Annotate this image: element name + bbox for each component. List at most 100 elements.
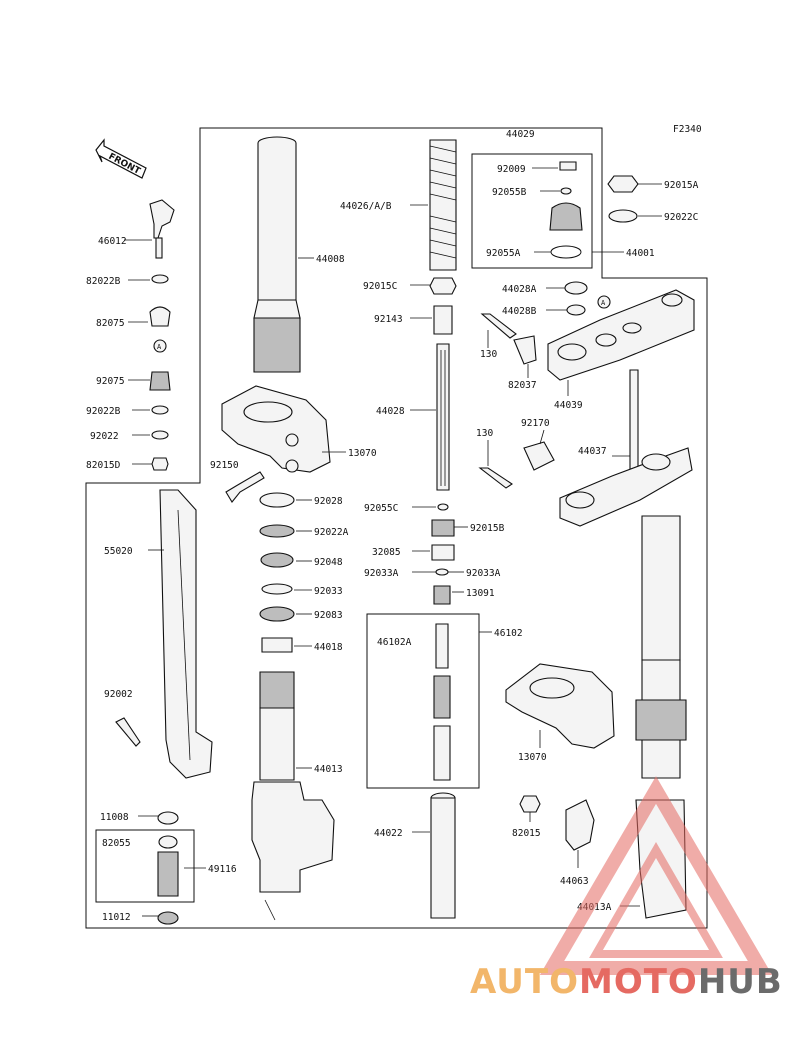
label-11008: 11008 (100, 812, 129, 823)
label-46102A: 46102A (377, 637, 412, 648)
label-55020: 55020 (104, 546, 133, 557)
part-32085 (431, 544, 455, 561)
label-13070-upper: 13070 (348, 448, 377, 459)
subassembly-frame-46102 (366, 613, 480, 789)
part-92170-cable-guide (523, 441, 555, 471)
label-44028: 44028 (376, 406, 405, 417)
watermark-part-hub: HUB (697, 962, 783, 1002)
part-92150-bolt (225, 471, 265, 503)
ref-marker-a-text: A (157, 343, 162, 351)
part-44063 (565, 799, 595, 851)
part-46012 (149, 199, 175, 259)
label-44028B: 44028B (502, 306, 537, 317)
label-92143: 92143 (374, 314, 403, 325)
label-82022B: 82022B (86, 276, 121, 287)
part-130-bolt-upper (480, 313, 517, 339)
part-92022C-washer (608, 209, 638, 223)
label-130-lower: 130 (476, 428, 493, 439)
label-92055B: 92055B (492, 187, 527, 198)
label-46012: 46012 (98, 236, 127, 247)
ref-marker-a-left (153, 339, 167, 353)
part-92022B-washer (151, 405, 169, 415)
part-44028B (566, 304, 586, 316)
part-92033A (435, 568, 449, 576)
subassembly-frame-49116 (95, 829, 195, 903)
label-92033A-left: 92033A (364, 568, 399, 579)
part-11008-oring (157, 811, 179, 825)
part-92055B (560, 187, 572, 195)
part-55020-fork-guard (159, 489, 213, 779)
label-44013: 44013 (314, 764, 343, 775)
label-82015D: 82015D (86, 460, 121, 471)
part-92143 (433, 305, 453, 335)
label-92028: 92028 (314, 496, 343, 507)
label-92022C: 92022C (664, 212, 698, 223)
part-92022-washer (151, 430, 169, 440)
part-44018 (261, 637, 293, 653)
label-92022B: 92022B (86, 406, 121, 417)
label-92033A-right: 92033A (466, 568, 501, 579)
label-92055A: 92055A (486, 248, 521, 259)
label-92075: 92075 (96, 376, 125, 387)
part-44008-inner-tube (253, 136, 301, 373)
ref-marker-a-right-text: A (601, 299, 606, 307)
label-32085: 32085 (372, 547, 401, 558)
watermark-triangle-logo (539, 776, 773, 975)
label-82015: 82015 (512, 828, 541, 839)
part-92009-screw (559, 161, 577, 171)
label-82037: 82037 (508, 380, 537, 391)
part-92055C (437, 503, 449, 511)
watermark-part-moto: MOTO (578, 962, 698, 1002)
label-92048: 92048 (314, 557, 343, 568)
label-44022: 44022 (374, 828, 403, 839)
label-92009: 92009 (497, 164, 526, 175)
label-92015A: 92015A (664, 180, 699, 191)
part-49116-valve (157, 851, 179, 897)
part-44022-bottom-tube (430, 792, 456, 919)
part-11012 (157, 911, 179, 925)
label-92033: 92033 (314, 586, 343, 597)
part-13091 (433, 585, 451, 605)
part-82015-nut (519, 795, 541, 813)
label-92002: 92002 (104, 689, 133, 700)
label-44063: 44063 (560, 876, 589, 887)
part-82037-clip (513, 335, 537, 365)
front-arrow-icon: FRONT (95, 138, 147, 179)
label-92015C: 92015C (363, 281, 397, 292)
label-92015B: 92015B (470, 523, 505, 534)
label-49116: 49116 (208, 864, 237, 875)
part-44013-outer-tube (251, 671, 335, 921)
part-92015C-nut (429, 277, 457, 295)
label-92150: 92150 (210, 460, 239, 471)
part-44039-upper-triple-clamp (547, 289, 695, 381)
label-46102: 46102 (494, 628, 523, 639)
label-92055C: 92055C (364, 503, 398, 514)
label-82055: 82055 (102, 838, 131, 849)
label-92083: 92083 (314, 610, 343, 621)
part-92015B (431, 519, 455, 537)
label-92022A: 92022A (314, 527, 349, 538)
part-92028 (259, 492, 295, 508)
label-44008: 44008 (316, 254, 345, 265)
part-92033 (261, 583, 293, 595)
ref-marker-a-right (597, 295, 611, 309)
part-13070-lower-clamp (505, 663, 615, 749)
label-44029: 44029 (506, 129, 535, 140)
part-46102-cartridge (433, 623, 451, 781)
label-44037: 44037 (578, 446, 607, 457)
part-92075 (149, 371, 171, 391)
part-44037-steering-stem (559, 369, 693, 527)
label-44039: 44039 (554, 400, 583, 411)
label-92022: 92022 (90, 431, 119, 442)
diagram-frame (85, 127, 708, 929)
watermark-text: AUTOMOTOHUB (470, 962, 800, 1006)
part-44001-cap (549, 202, 583, 231)
part-82022B-washer (151, 274, 169, 284)
label-11012: 11012 (102, 912, 131, 923)
part-82075 (149, 306, 171, 327)
label-92170: 92170 (521, 418, 550, 429)
figure-code: F2340 (673, 124, 702, 135)
watermark-part-auto: AUTO (470, 962, 579, 1002)
part-92022A (259, 524, 295, 538)
